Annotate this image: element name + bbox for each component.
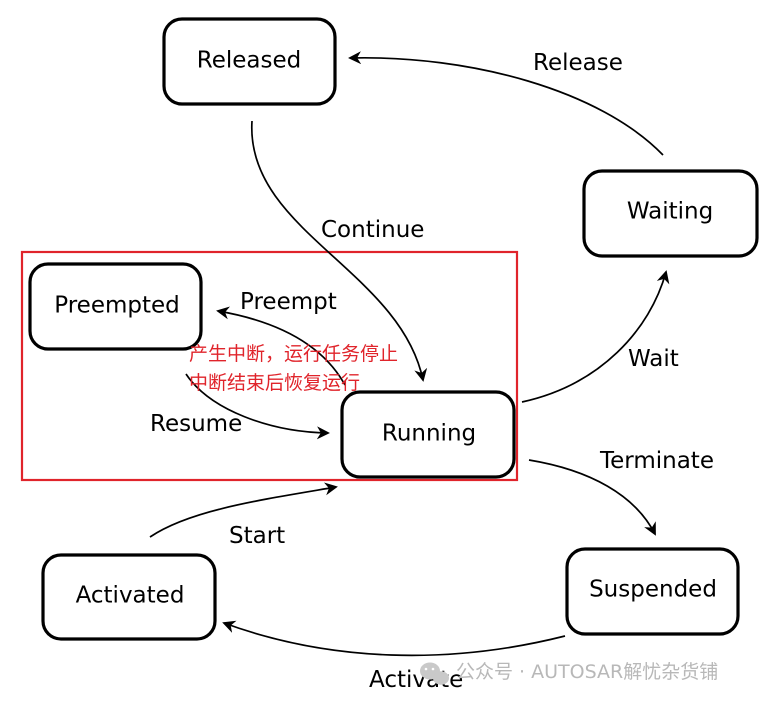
edge-preempt	[216, 306, 346, 386]
wechat-icon	[420, 662, 449, 685]
state-running-label: Running	[382, 421, 476, 447]
label-activate: Activate	[369, 667, 463, 693]
state-preempted: Preempted	[28, 262, 203, 351]
state-preempted-label: Preempted	[54, 293, 180, 319]
state-waiting: Waiting	[582, 169, 759, 258]
state-suspended-label: Suspended	[589, 577, 717, 603]
state-released: Released	[162, 17, 337, 106]
label-terminate: Terminate	[599, 448, 714, 474]
state-running: Running	[340, 390, 516, 479]
edge-resume	[185, 373, 330, 440]
label-release: Release	[533, 50, 623, 76]
state-released-label: Released	[197, 48, 301, 74]
edge-release	[348, 51, 664, 156]
label-resume: Resume	[150, 411, 242, 437]
label-wait: Wait	[628, 346, 679, 372]
label-start: Start	[229, 523, 285, 549]
edge-activate	[222, 620, 566, 657]
edge-start	[149, 482, 338, 538]
watermark: 公众号 · AUTOSAR解忧杂货铺	[420, 661, 718, 685]
annotation-line-1: 产生中断，运行任务停止	[189, 343, 398, 365]
highlight-box	[20, 250, 519, 482]
annotation-line-2: 中断结束后恢复运行	[189, 372, 360, 394]
label-preempt: Preempt	[240, 289, 337, 315]
state-waiting-label: Waiting	[627, 199, 713, 225]
edge-continue	[251, 120, 428, 382]
watermark-text: 公众号 · AUTOSAR解忧杂货铺	[456, 661, 718, 683]
state-suspended: Suspended	[565, 547, 740, 636]
state-activated-label: Activated	[76, 583, 185, 609]
edge-wait	[521, 270, 670, 403]
state-activated: Activated	[41, 553, 217, 641]
label-continue: Continue	[321, 217, 424, 243]
edge-terminate	[528, 459, 656, 536]
